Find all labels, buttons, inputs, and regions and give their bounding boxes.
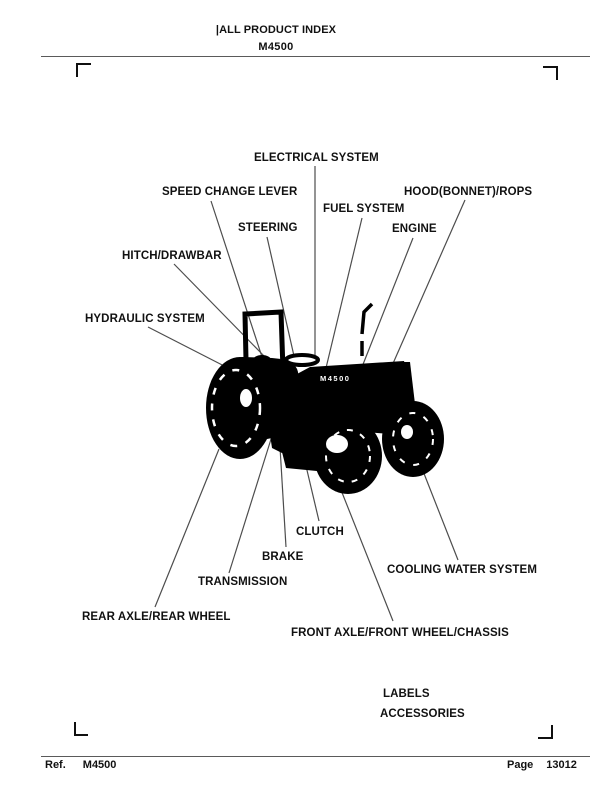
footer-rule [41, 756, 590, 757]
page-title: |ALL PRODUCT INDEX [215, 24, 337, 36]
front-far-wheel-tread [325, 429, 371, 483]
page-label: Page [507, 759, 534, 771]
callout-label-steering[interactable]: STEERING [238, 222, 298, 234]
hood-badge-text: M4500 [320, 374, 350, 383]
page-model: M4500 [258, 41, 294, 53]
callout-label-rear-axle-rear-wheel[interactable]: REAR AXLE/REAR WHEEL [82, 611, 231, 623]
footer-reference: Ref. M4500 [45, 759, 116, 771]
steering-wheel-icon [284, 353, 320, 367]
rops-frame-icon [242, 309, 286, 371]
crop-mark-bottom-right [538, 725, 553, 739]
callout-label-engine[interactable]: ENGINE [392, 223, 437, 235]
callout-label-electrical-system[interactable]: ELECTRICAL SYSTEM [254, 152, 379, 164]
front-near-wheel-tread [392, 412, 434, 466]
front-near-wheel-hub [401, 425, 413, 439]
rear-wheel-tread [210, 368, 262, 448]
callout-label-transmission[interactable]: TRANSMISSION [198, 576, 288, 588]
crop-mark-bottom-left [74, 722, 88, 736]
exhaust-pipe-icon [360, 302, 374, 356]
header-rule [41, 56, 590, 57]
page-number: 13012 [546, 759, 577, 771]
crop-mark-top-right [543, 66, 558, 80]
callout-label-fuel-system[interactable]: FUEL SYSTEM [323, 203, 405, 215]
rear-wheel-hub [240, 389, 252, 407]
callout-label-cooling-water-system[interactable]: COOLING WATER SYSTEM [387, 564, 538, 576]
callout-label-accessories[interactable]: ACCESSORIES [380, 708, 465, 720]
callout-label-hydraulic-system[interactable]: HYDRAULIC SYSTEM [85, 313, 205, 325]
callout-label-brake[interactable]: BRAKE [262, 551, 304, 563]
front-near-wheel [382, 401, 444, 477]
tractor-illustration: M4500 [206, 302, 444, 494]
crop-mark-top-left [76, 63, 91, 77]
front-grille [396, 362, 415, 404]
callout-line-front-axle-front-wheel-chassis [340, 489, 394, 622]
callout-label-speed-change-lever[interactable]: SPEED CHANGE LEVER [162, 186, 298, 198]
callout-label-clutch[interactable]: CLUTCH [296, 526, 344, 538]
callout-label-labels[interactable]: LABELS [383, 688, 430, 700]
footer-page: Page 13012 [507, 759, 577, 771]
ref-label: Ref. [45, 759, 66, 771]
callout-label-front-axle-front-wheel-chassis[interactable]: FRONT AXLE/FRONT WHEEL/CHASSIS [291, 627, 509, 639]
rear-wheel [206, 357, 274, 459]
callout-label-hood-bonnet-rops[interactable]: HOOD(BONNET)/ROPS [404, 186, 533, 198]
callout-label-hitch-drawbar[interactable]: HITCH/DRAWBAR [122, 250, 222, 262]
front-far-wheel-hub [326, 435, 348, 453]
ref-value: M4500 [82, 759, 117, 771]
